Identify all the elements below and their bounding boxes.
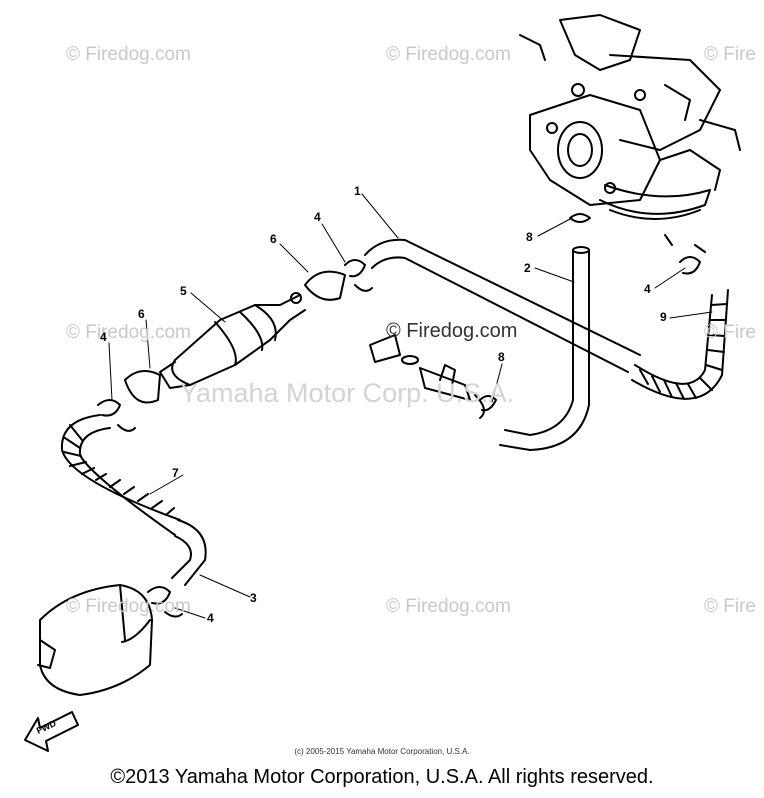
watermark-firedog: © Firedog.com	[386, 320, 518, 342]
footer-copyright: ©2013 Yamaha Motor Corporation, U.S.A. A…	[110, 766, 654, 788]
callout-4: 4	[100, 330, 107, 344]
callout-2: 1	[354, 184, 361, 198]
watermark-firedog: © Firedog.com	[66, 322, 191, 343]
callout-1: 3	[250, 591, 257, 605]
watermark-firedog: © Fire	[704, 44, 756, 65]
callout-5: 5	[180, 284, 187, 298]
t-joint	[369, 334, 485, 419]
carburetor	[519, 14, 741, 246]
watermark-yamaha: Yamaha Motor Corp. U.S.A.	[180, 378, 515, 408]
clip-8-top	[569, 213, 591, 223]
hose-7	[60, 414, 181, 536]
callout-3: 2	[524, 261, 531, 275]
callout-6: 6	[138, 307, 145, 321]
clip-4-left	[97, 399, 136, 432]
hose-1	[171, 519, 207, 586]
small-copyright: (c) 2005-2015 Yamaha Motor Corporation, …	[294, 747, 470, 756]
clip-8-center	[479, 395, 497, 412]
clip-4-bottom	[147, 586, 183, 618]
fuel-filter-5	[159, 292, 306, 389]
hose-3	[499, 246, 590, 451]
hose-9	[631, 289, 729, 400]
callout-6: 6	[270, 232, 277, 246]
clamp-6-upper	[304, 270, 346, 301]
callout-4: 4	[314, 210, 321, 224]
watermark-firedog: © Firedog.com	[386, 596, 511, 617]
watermark-firedog: © Fire	[704, 322, 756, 343]
fwd-arrow	[24, 711, 79, 752]
callout-8: 8	[526, 230, 533, 244]
clamp-6-lower	[124, 370, 161, 404]
callout-9: 9	[660, 310, 667, 324]
clip-4-right	[679, 244, 706, 275]
callout-8: 8	[498, 350, 505, 364]
watermark-firedog: © Firedog.com	[66, 596, 191, 617]
watermark-firedog: © Fire	[704, 596, 756, 617]
watermark-firedog: © Firedog.com	[386, 44, 511, 65]
callout-4: 4	[644, 282, 651, 296]
callout-4: 4	[207, 611, 214, 625]
canister-filter	[37, 584, 153, 696]
clip-4-upper	[344, 259, 373, 292]
callout-7: 7	[172, 466, 179, 480]
watermark-firedog: © Firedog.com	[66, 44, 191, 65]
hose-2	[364, 238, 641, 373]
leader-lines	[108, 193, 713, 619]
